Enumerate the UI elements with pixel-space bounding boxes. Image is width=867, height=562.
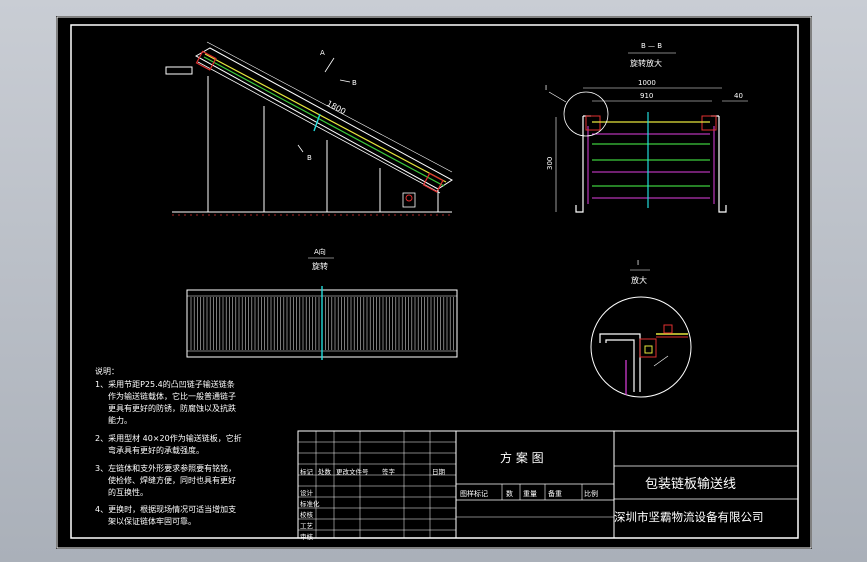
detail-i-arrow <box>653 355 669 367</box>
detail-i-marker: I <box>545 84 547 92</box>
role-label: 审核 <box>300 532 314 541</box>
role-label: 设计 <box>300 488 314 497</box>
arrow-b-label-bottom: B <box>307 154 312 162</box>
conveyor-belt-green <box>203 56 445 187</box>
role-label: 标准化 <box>300 499 320 508</box>
detail-i-chain-link <box>644 345 653 354</box>
arrow-a-label: A <box>320 49 325 57</box>
dim-300: 300 <box>546 157 554 170</box>
detail-i-circle <box>590 296 692 398</box>
revision-header-label: 日期 <box>432 468 446 476</box>
note-line-5: 2、采用型材 40×20作为输送链板，它折 <box>95 433 242 443</box>
scale-row: 图样标记 数 重量 备重 比例 <box>460 484 598 500</box>
outer-frame <box>56 16 812 549</box>
right-chain-block <box>701 115 717 131</box>
role-label: 工艺 <box>300 522 314 530</box>
conveyor-lower-edge <box>197 61 441 194</box>
conveyor-body <box>194 47 453 190</box>
section-bb-title: B — B <box>641 42 662 50</box>
section-bb-view: B — B 旋转放大 1000 910 40 300 I <box>545 42 748 213</box>
tail-sprocket <box>422 172 444 193</box>
detail-i-subtitle: 放大 <box>631 275 647 285</box>
section-mark <box>313 113 321 132</box>
notes-block: 说明： 1、采用节距P25.4的凸凹链子输送链条 作为输送链载体，它比一般普通链… <box>95 366 242 526</box>
revision-header-label: 处数 <box>318 467 332 476</box>
a-view-subtitle: 旋转 <box>312 261 328 271</box>
note-line-7: 3、左链体和支外形要求参照要有铭铭， <box>95 463 236 473</box>
arrow-b-top <box>339 79 351 83</box>
dim-910: 910 <box>640 92 653 100</box>
entry-block <box>165 66 193 75</box>
note-line-2: 作为输送链载体，它比一般普通链子 <box>108 391 236 401</box>
scale-row-label: 数 <box>506 489 513 498</box>
note-line-11: 架以保证链体牢固可靠。 <box>108 516 196 526</box>
scale-row-label: 备重 <box>548 489 562 498</box>
revision-grid: 标记处数更改文件号 签字 日期设计标准化校核工艺审核 <box>297 430 457 541</box>
drive-motor-wheel <box>405 194 413 202</box>
left-chain-block <box>585 115 601 131</box>
length-dimension-line <box>206 41 453 173</box>
notes-heading: 说明： <box>95 366 119 376</box>
note-line-9: 的互换性。 <box>108 487 148 497</box>
arrow-b-bottom <box>297 144 304 153</box>
company-name: 深圳市坚霸物流设备有限公司 <box>614 510 764 524</box>
dim-1000: 1000 <box>638 79 656 87</box>
detail-i-leader <box>548 91 567 103</box>
arrow-a-shaft <box>324 57 335 73</box>
scale-row-label: 重量 <box>523 490 537 498</box>
sheet-background <box>56 16 812 549</box>
dim-40: 40 <box>734 92 743 100</box>
detail-i-chain <box>639 338 657 358</box>
revision-header-label: 签字 <box>382 467 396 476</box>
role-label: 校核 <box>300 510 314 519</box>
a-direction-view: A向 旋转 <box>186 247 458 360</box>
revision-header-label: 更改文件号 <box>336 467 369 476</box>
head-sprocket <box>195 50 217 71</box>
detail-i-title: I <box>637 259 639 267</box>
detail-i-callout <box>563 91 609 137</box>
note-line-8: 使检修、焊缝方便，同时也具有更好 <box>108 475 236 485</box>
product-name: 包装链板输送线 <box>645 476 736 492</box>
note-line-4: 能力。 <box>108 415 132 425</box>
a-view-title: A向 <box>314 247 326 256</box>
detail-i-profile <box>599 333 641 392</box>
revision-header-label: 标记 <box>300 467 314 476</box>
note-line-6: 弯承具有更好的承载强度。 <box>108 445 204 455</box>
note-line-10: 4、更换时，根据现场情况可适当增加支 <box>95 504 236 514</box>
scale-row-label: 比例 <box>584 489 598 498</box>
note-line-3: 更具有更好的防锈，防腐蚀以及抗跌 <box>108 403 236 413</box>
section-bb-subtitle: 旋转放大 <box>630 58 662 68</box>
title-block: 标记处数更改文件号 签字 日期设计标准化校核工艺审核 方 案 图 包装链板输送线 深… <box>297 430 799 541</box>
arrow-b-label-top: B <box>352 79 357 87</box>
detail-i-bolt <box>663 324 673 334</box>
scale-row-label: 图样标记 <box>460 489 488 498</box>
conveyor-belt-yellow <box>204 53 447 183</box>
detail-i-view: I 放大 <box>590 259 692 398</box>
note-line-1: 1、采用节距P25.4的凸凹链子输送链条 <box>95 379 235 389</box>
drive-motor <box>402 192 416 208</box>
drawing-title: 方 案 图 <box>500 450 544 465</box>
